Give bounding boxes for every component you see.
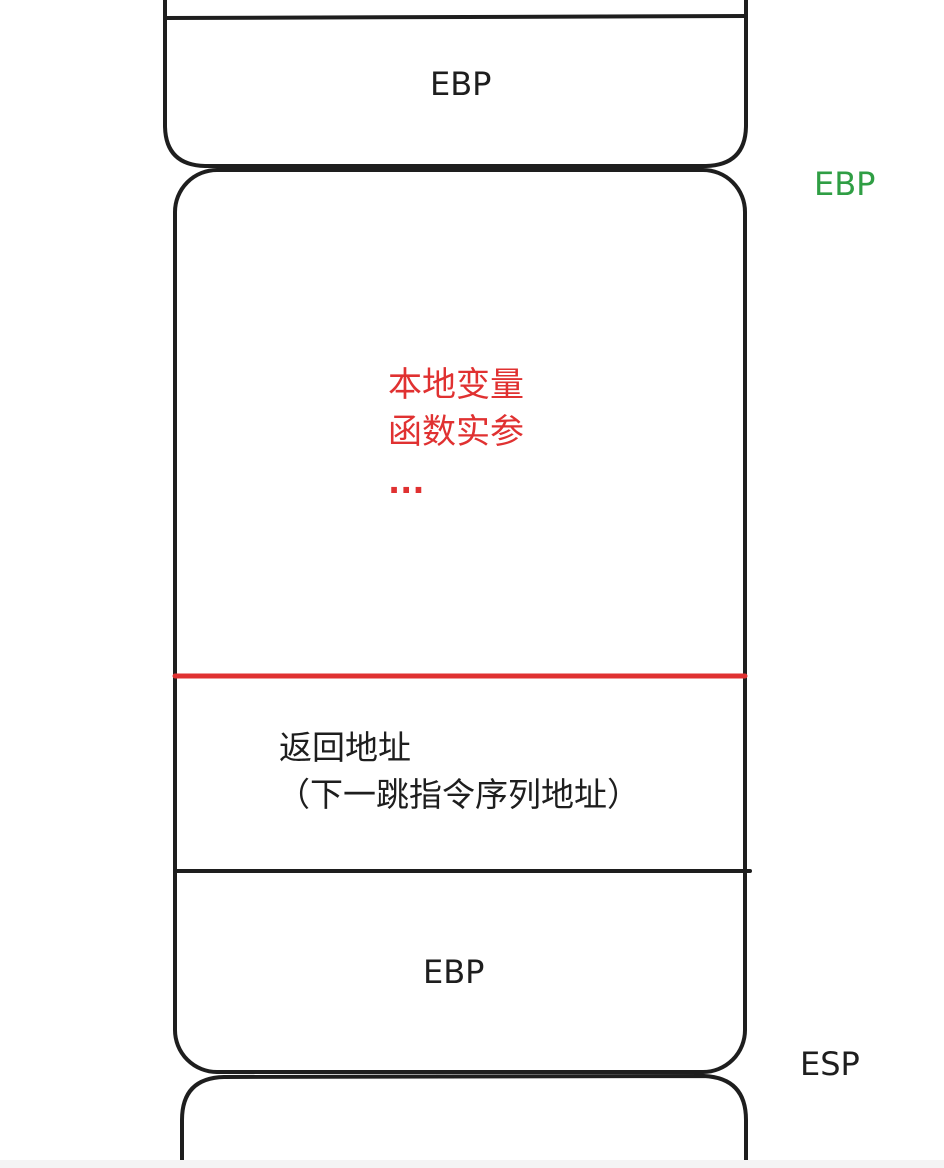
previous-frame-box [163,0,748,168]
previous-frame-divider [163,14,748,20]
return-address-label: 返回地址 [279,728,411,767]
bottom-strip [0,1160,944,1168]
return-address-note: （下一跳指令序列地址） [277,775,640,814]
function-arguments-label: 函数实参 [388,412,524,452]
ebp-pointer-label: EBP [814,165,876,203]
next-frame-box [180,1074,748,1168]
previous-frame-ebp-label: EBP [430,65,492,103]
esp-pointer-label: ESP [800,1045,860,1083]
current-frame-box [173,168,747,1074]
local-variables-label: 本地变量 [388,365,524,405]
ellipsis-label: ... [388,463,425,501]
saved-ebp-label: EBP [423,953,485,991]
